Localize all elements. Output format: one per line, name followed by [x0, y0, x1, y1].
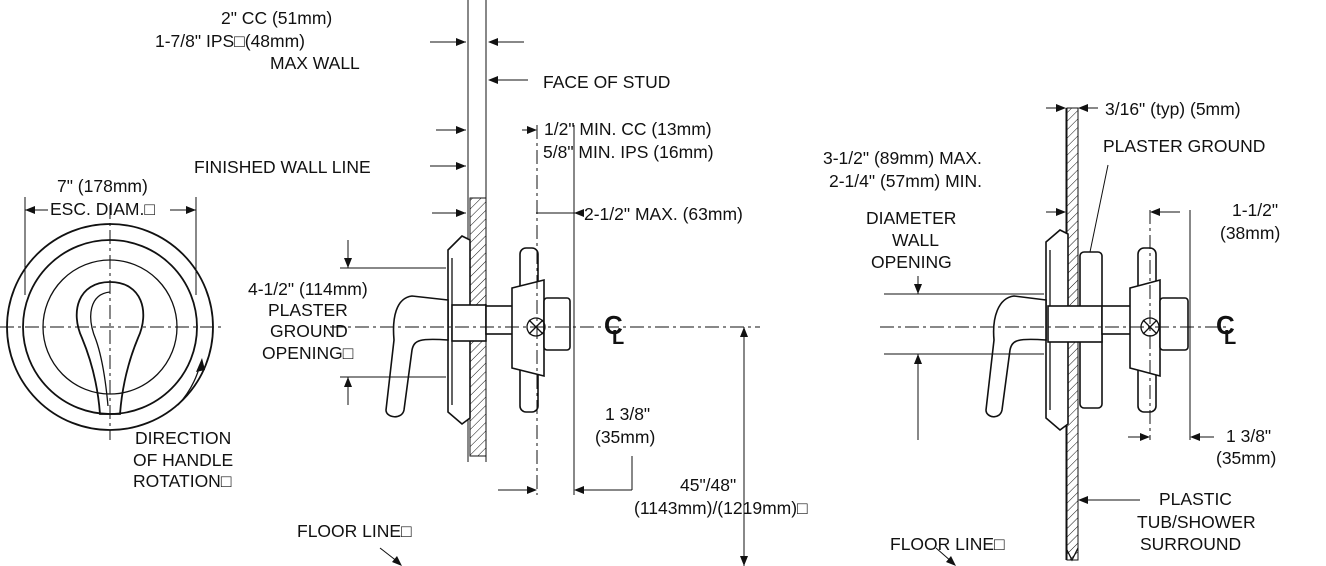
label-face-of-stud: FACE OF STUD	[543, 72, 670, 92]
side-section-left	[330, 0, 760, 566]
label-plastic-1: PLASTIC	[1159, 489, 1232, 509]
label-esc-diam: ESC. DIAM.□	[50, 199, 155, 219]
label-min-214: 2-1/4" (57mm) MIN.	[829, 171, 982, 191]
label-138-a: 1 3/8"	[605, 404, 650, 424]
label-min-ips: 5/8" MIN. IPS (16mm)	[543, 142, 714, 162]
label-esc-7in: 7" (178mm)	[57, 176, 148, 196]
side-section-right	[880, 104, 1230, 566]
label-floor-left: FLOOR LINE□	[297, 521, 412, 541]
label-dir-1: DIRECTION	[135, 428, 231, 448]
label-diam-2: WALL	[892, 230, 939, 250]
label-plaster-3: OPENING□	[262, 343, 354, 363]
label-35-b: (35mm)	[1216, 448, 1276, 468]
label-max-2half: 2-1/2" MAX. (63mm)	[584, 204, 743, 224]
label-38: (38mm)	[1220, 223, 1280, 243]
label-dir-2: OF HANDLE	[133, 450, 233, 470]
text-labels: 2" CC (51mm) 1-7/8" IPS□(48mm) MAX WALL …	[50, 8, 1280, 554]
label-dir-3: ROTATION□	[133, 471, 232, 491]
centerline-symbol-left: C	[604, 310, 623, 340]
label-112: 1-1/2"	[1232, 200, 1278, 220]
label-plaster-ground: PLASTER GROUND	[1103, 136, 1265, 156]
label-ips-max: 1-7/8" IPS□(48mm)	[155, 31, 305, 51]
label-height-1: 45"/48"	[680, 475, 736, 495]
centerline-symbol-right: C	[1216, 310, 1235, 340]
label-138-b: 1 3/8"	[1226, 426, 1271, 446]
label-35-a: (35mm)	[595, 427, 655, 447]
label-finished-wall: FINISHED WALL LINE	[194, 157, 371, 177]
label-typ-316: 3/16" (typ) (5mm)	[1105, 99, 1241, 119]
label-cc-2in: 2" CC (51mm)	[221, 8, 332, 28]
label-floor-right: FLOOR LINE□	[890, 534, 1005, 554]
label-max-wall: MAX WALL	[270, 53, 360, 73]
label-max-312: 3-1/2" (89mm) MAX.	[823, 148, 982, 168]
label-plastic-3: SURROUND	[1140, 534, 1241, 554]
escutcheon-front-view	[0, 197, 225, 440]
label-plaster-2: GROUND	[270, 321, 348, 341]
centerline-symbol-left-b: L	[612, 327, 624, 349]
label-plaster-dim: 4-1/2" (114mm)	[248, 279, 368, 299]
label-diam-3: OPENING	[871, 252, 952, 272]
label-height-2: (1143mm)/(1219mm)□	[634, 498, 808, 518]
label-plaster-1: PLASTER	[268, 300, 348, 320]
label-diam-1: DIAMETER	[866, 208, 956, 228]
label-min-cc: 1/2" MIN. CC (13mm)	[544, 119, 712, 139]
label-plastic-2: TUB/SHOWER	[1137, 512, 1256, 532]
centerline-symbol-right-b: L	[1224, 327, 1236, 349]
